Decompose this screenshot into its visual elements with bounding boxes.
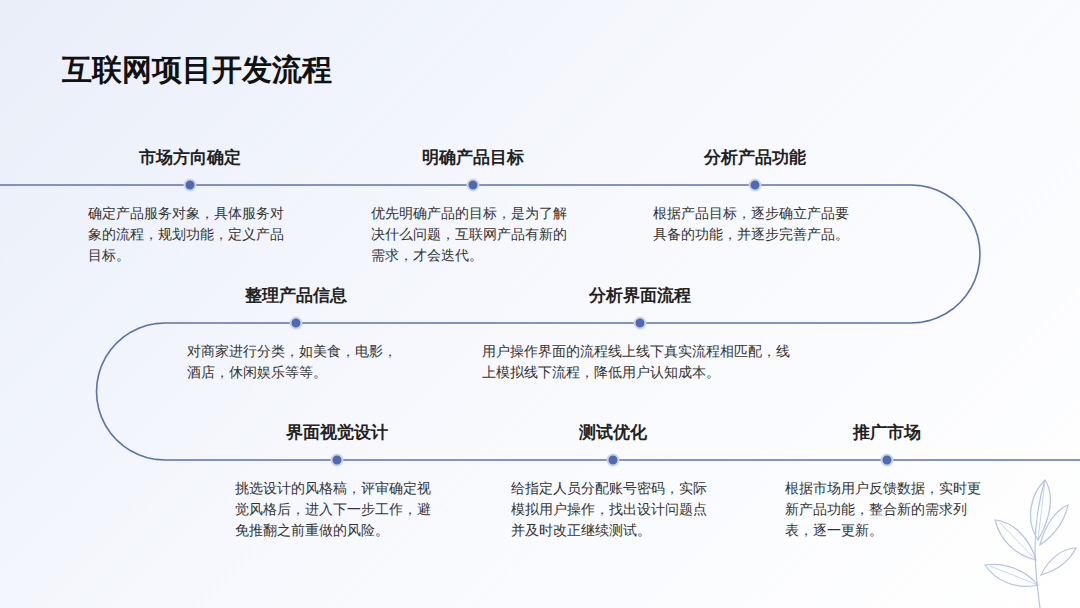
step-dot [750, 180, 761, 191]
step-dot [882, 455, 893, 466]
timeline-track [0, 180, 1080, 466]
leaf-illustration [985, 480, 1076, 608]
step-description: 根据产品目标，逐步确立产品要具备的功能，并逐步完善产品。 [653, 203, 857, 245]
step-description: 根据市场用户反馈数据，实时更新产品功能，整合新的需求列表，逐一更新。 [785, 478, 989, 541]
flow-connector [575, 184, 653, 186]
step-heading: 推广市场 [785, 420, 989, 444]
process-step: 分析界面流程用户操作界面的流程线上线下真实流程相匹配，线上模拟线下流程，降低用户… [482, 283, 798, 383]
step-dot [332, 455, 343, 466]
process-step: 分析产品功能根据产品目标，逐步确立产品要具备的功能，并逐步完善产品。 [653, 145, 857, 245]
step-heading: 市场方向确定 [88, 145, 292, 169]
step-dot [608, 455, 619, 466]
track-segment [989, 459, 1080, 461]
step-dot [635, 318, 646, 329]
process-step: 整理产品信息对商家进行分类，如美食，电影，酒店，休闲娱乐等等。 [187, 283, 405, 383]
step-dot [468, 180, 479, 191]
step-description: 用户操作界面的流程线上线下真实流程相匹配，线上模拟线下流程，降低用户认知成本。 [482, 341, 798, 383]
page-title: 互联网项目开发流程 [62, 50, 332, 91]
process-step: 明确产品目标优先明确产品的目标，是为了解决什么问题，互联网产品有新的需求，才会迭… [371, 145, 575, 266]
step-heading: 界面视觉设计 [235, 420, 439, 444]
track-segment [0, 184, 88, 186]
step-heading: 分析界面流程 [482, 283, 798, 307]
step-dot [291, 318, 302, 329]
flow-connector [439, 459, 511, 461]
step-description: 对商家进行分类，如美食，电影，酒店，休闲娱乐等等。 [187, 341, 405, 383]
step-heading: 分析产品功能 [653, 145, 857, 169]
process-step: 市场方向确定确定产品服务对象，具体服务对象的流程，规划功能，定义产品目标。 [88, 145, 292, 266]
flow-connector [292, 184, 371, 186]
process-step: 界面视觉设计挑选设计的风格稿，评审确定视觉风格后，进入下一步工作，避免推翻之前重… [235, 420, 439, 541]
step-heading: 明确产品目标 [371, 145, 575, 169]
step-heading: 整理产品信息 [187, 283, 405, 307]
flow-connector [715, 459, 785, 461]
step-description: 确定产品服务对象，具体服务对象的流程，规划功能，定义产品目标。 [88, 203, 292, 266]
flow-connector [405, 322, 482, 324]
step-dot [185, 180, 196, 191]
step-description: 优先明确产品的目标，是为了解决什么问题，互联网产品有新的需求，才会迭代。 [371, 203, 575, 266]
step-description: 挑选设计的风格稿，评审确定视觉风格后，进入下一步工作，避免推翻之前重做的风险。 [235, 478, 439, 541]
step-description: 给指定人员分配账号密码，实际模拟用户操作，找出设计问题点并及时改正继续测试。 [511, 478, 715, 541]
process-step: 测试优化给指定人员分配账号密码，实际模拟用户操作，找出设计问题点并及时改正继续测… [511, 420, 715, 541]
process-step: 推广市场根据市场用户反馈数据，实时更新产品功能，整合新的需求列表，逐一更新。 [785, 420, 989, 541]
step-heading: 测试优化 [511, 420, 715, 444]
